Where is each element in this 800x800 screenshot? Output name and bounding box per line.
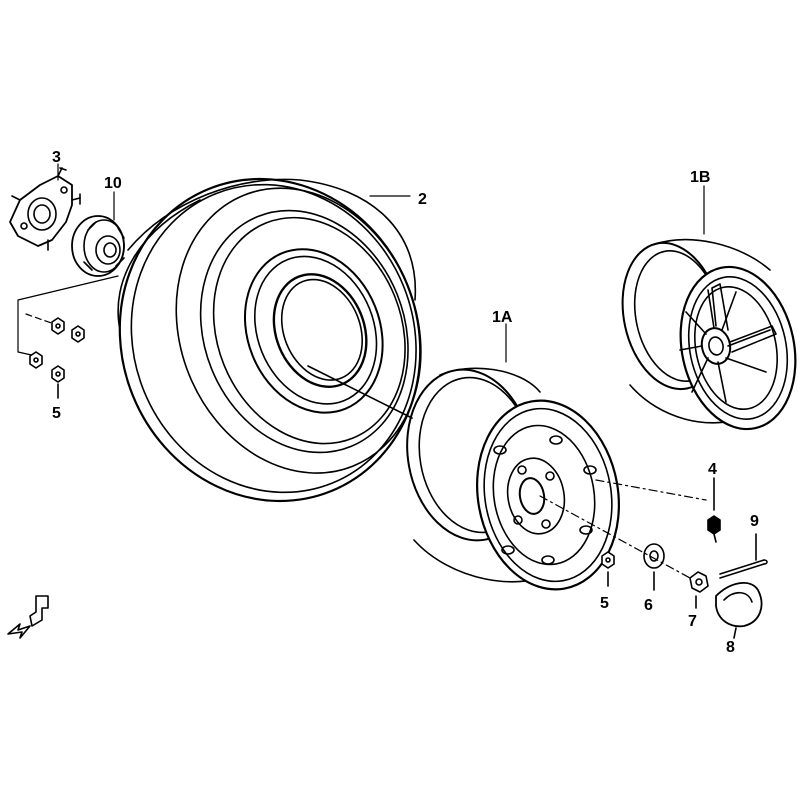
callout-nut-right: 5 bbox=[600, 595, 609, 612]
callout-tire: 2 bbox=[418, 191, 427, 208]
washer bbox=[643, 543, 665, 591]
callout-cap: 8 bbox=[726, 639, 735, 656]
leader-lines bbox=[57, 163, 705, 579]
nut-right bbox=[601, 551, 615, 587]
tire-tread-edge-2 bbox=[127, 178, 417, 301]
callout-valve: 4 bbox=[708, 461, 717, 478]
callout-washer: 6 bbox=[644, 597, 653, 614]
callout-castle-nut: 7 bbox=[688, 613, 697, 630]
hub-bearing bbox=[71, 215, 125, 277]
nut-group-left bbox=[17, 275, 119, 399]
hub-flange bbox=[9, 167, 81, 251]
tire bbox=[118, 177, 422, 503]
callout-wheel-alloy: 1B bbox=[690, 169, 710, 186]
callout-nut-left: 5 bbox=[52, 405, 61, 422]
callouts: 3 10 2 1A 1B 5 4 9 5 6 7 8 bbox=[52, 149, 759, 656]
cotter-pin bbox=[719, 533, 768, 579]
callout-hub-bearing: 10 bbox=[104, 175, 122, 192]
callout-pin: 9 bbox=[750, 513, 759, 530]
valve-stem bbox=[595, 477, 721, 543]
hub-cap bbox=[715, 582, 763, 639]
front-direction-icon bbox=[7, 595, 49, 639]
callout-wheel-steel: 1A bbox=[492, 309, 513, 326]
callout-hub: 3 bbox=[52, 149, 61, 166]
wheel-steel bbox=[406, 367, 620, 591]
castle-nut bbox=[689, 571, 709, 609]
tire-tread-edge bbox=[117, 199, 201, 331]
wheel-alloy bbox=[621, 238, 797, 431]
